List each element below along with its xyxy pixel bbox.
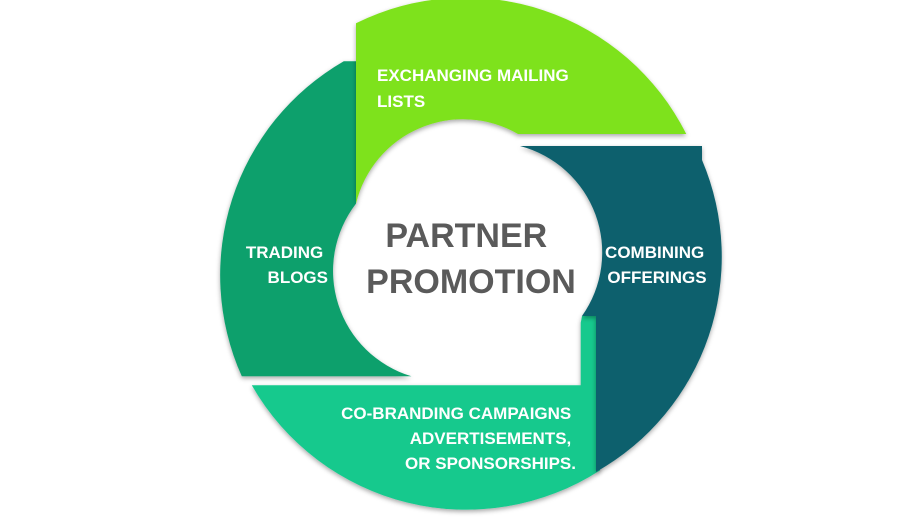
segment-left-line1: TRADING xyxy=(246,243,323,262)
center-title-line1: PARTNER xyxy=(385,217,547,255)
segment-label-right: COMBINING OFFERINGS xyxy=(605,243,709,287)
segment-right-line1: COMBINING xyxy=(605,243,704,262)
center-title: PARTNER PROMOTION xyxy=(366,217,576,301)
segment-left-line2: BLOGS xyxy=(268,268,328,287)
segment-right-line2: OFFERINGS xyxy=(607,268,706,287)
segment-top-line2: LISTS xyxy=(377,92,425,111)
segment-top-line1: EXCHANGING MAILING xyxy=(377,66,569,85)
segment-exchanging-mailing-lists xyxy=(356,0,687,204)
segment-label-top: EXCHANGING MAILING LISTS xyxy=(377,66,573,111)
segment-bottom-line3: OR SPONSORSHIPS. xyxy=(405,454,576,473)
segment-co-branding-campaigns xyxy=(251,316,600,510)
segment-label-bottom: CO-BRANDING CAMPAIGNS ADVERTISEMENTS, OR… xyxy=(341,404,576,473)
segment-bottom-line1: CO-BRANDING CAMPAIGNS xyxy=(341,404,571,423)
segment-label-left: TRADING BLOGS xyxy=(246,243,328,287)
center-title-line2: PROMOTION xyxy=(366,263,576,301)
segment-bottom-line2: ADVERTISEMENTS, xyxy=(410,429,572,448)
segment-trading-blogs xyxy=(220,61,412,377)
segment-combining-offerings xyxy=(520,146,722,472)
